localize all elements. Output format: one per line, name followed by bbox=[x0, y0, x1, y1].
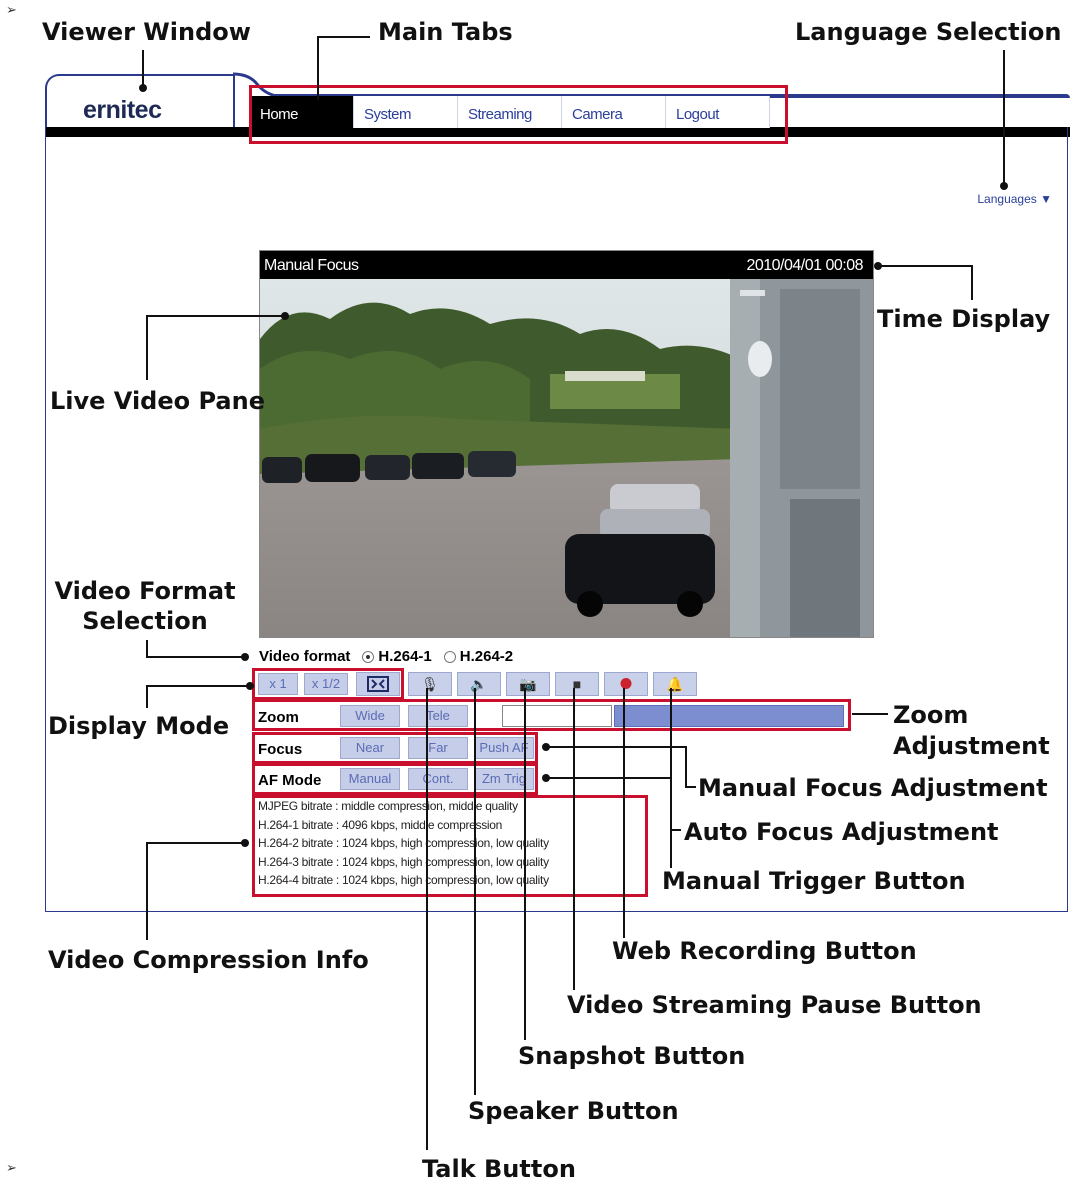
tab-home[interactable]: Home bbox=[250, 96, 354, 128]
language-selector-label: Languages bbox=[977, 192, 1037, 206]
fullscreen-icon bbox=[367, 676, 389, 692]
speaker-button[interactable]: 🔈 bbox=[457, 672, 501, 696]
language-selector[interactable]: Languages ▼ bbox=[977, 192, 1052, 206]
video-format-selector: Video format H.264-1 H.264-2 bbox=[259, 648, 513, 665]
annotation-main-tabs: Main Tabs bbox=[378, 18, 513, 46]
zoom-bar-empty[interactable] bbox=[502, 705, 612, 727]
snapshot-button[interactable]: 📷 bbox=[506, 672, 550, 696]
annotation-viewer-window: Viewer Window bbox=[42, 18, 251, 46]
annotation-auto-focus-adjustment: Auto Focus Adjustment bbox=[684, 818, 999, 846]
fullscreen-button[interactable] bbox=[356, 672, 400, 696]
af-manual-button[interactable]: Manual bbox=[340, 768, 400, 790]
viewer-window: ernitec Home System Streaming Camera Log… bbox=[45, 72, 1070, 912]
annotation-manual-trigger-button: Manual Trigger Button bbox=[662, 867, 966, 895]
annotation-web-recording-button: Web Recording Button bbox=[612, 937, 917, 965]
live-video-pane: Manual Focus 2010/04/01 00:08 bbox=[259, 250, 874, 638]
highlight-display-mode bbox=[252, 668, 404, 700]
speaker-icon: 🔈 bbox=[470, 676, 488, 692]
time-display: 2010/04/01 00:08 bbox=[746, 257, 863, 274]
tab-system[interactable]: System bbox=[354, 96, 458, 128]
stop-icon: ■ bbox=[572, 676, 582, 692]
video-compression-info: MJPEG bitrate : middle compression, midd… bbox=[258, 797, 549, 890]
radio-label-h264-1: H.264-1 bbox=[378, 648, 432, 665]
annotation-line: Video Format bbox=[54, 577, 236, 605]
brand-tab-slope bbox=[232, 72, 278, 98]
display-half-button[interactable]: x 1/2 bbox=[304, 673, 348, 695]
highlight-af-mode bbox=[252, 763, 538, 795]
focus-near-button[interactable]: Near bbox=[340, 737, 400, 759]
annotation-talk-button: Talk Button bbox=[422, 1155, 576, 1183]
annotation-zoom-adjustment-1: Zoom bbox=[893, 701, 969, 729]
af-mode-label: AF Mode bbox=[258, 772, 322, 789]
bullet-marker: ➢ bbox=[6, 2, 17, 17]
focus-label: Focus bbox=[258, 741, 303, 758]
pause-button[interactable]: ■ bbox=[555, 672, 599, 696]
annotation-zoom-adjustment-2: Adjustment bbox=[893, 732, 1050, 760]
highlight-compression-info bbox=[252, 795, 648, 897]
annotation-video-streaming-pause-button: Video Streaming Pause Button bbox=[567, 991, 982, 1019]
brand-tab: ernitec bbox=[45, 74, 235, 129]
annotation-language-selection: Language Selection bbox=[795, 18, 1062, 46]
annotation-snapshot-button: Snapshot Button bbox=[518, 1042, 746, 1070]
annotation-time-display: Time Display bbox=[877, 305, 1051, 333]
zoom-label: Zoom bbox=[258, 709, 299, 726]
radio-label-h264-2: H.264-2 bbox=[459, 648, 514, 665]
annotation-video-compression-info: Video Compression Info bbox=[48, 946, 369, 974]
compression-line: H.264-3 bitrate : 1024 kbps, high compre… bbox=[258, 854, 549, 869]
live-video-image bbox=[260, 279, 873, 637]
compression-line: H.264-4 bitrate : 1024 kbps, high compre… bbox=[258, 873, 549, 887]
display-x1-button[interactable]: x 1 bbox=[258, 673, 298, 695]
highlight-focus bbox=[252, 732, 538, 764]
annotation-manual-focus-adjustment: Manual Focus Adjustment bbox=[698, 774, 1048, 802]
highlight-zoom bbox=[252, 699, 851, 731]
talk-button[interactable]: 🎙 bbox=[408, 672, 452, 696]
record-icon bbox=[620, 677, 632, 691]
video-caption-bar: Manual Focus 2010/04/01 00:08 bbox=[260, 251, 873, 279]
radio-h264-1[interactable] bbox=[362, 650, 375, 663]
caret-down-icon: ▼ bbox=[1040, 192, 1052, 206]
compression-line: H.264-2 bitrate : 1024 kbps, high compre… bbox=[258, 836, 549, 850]
tab-logout[interactable]: Logout bbox=[666, 96, 770, 128]
video-format-label: Video format bbox=[259, 648, 351, 665]
camera-icon: 📷 bbox=[519, 676, 537, 692]
microphone-icon: 🎙 bbox=[421, 676, 439, 692]
zoom-wide-button[interactable]: Wide bbox=[340, 705, 400, 727]
zoom-tele-button[interactable]: Tele bbox=[408, 705, 468, 727]
annotation-video-format-selection: Video Format Selection bbox=[45, 579, 245, 633]
annotation-line: Selection bbox=[82, 607, 208, 635]
menu-bar bbox=[45, 127, 1070, 137]
manual-trigger-button[interactable]: 🔔 bbox=[653, 672, 697, 696]
tab-streaming[interactable]: Streaming bbox=[458, 96, 562, 128]
af-zoom-trigger-button[interactable]: Zm Trig bbox=[474, 768, 534, 790]
compression-line: MJPEG bitrate : middle compression, midd… bbox=[258, 799, 518, 813]
trigger-icon: 🔔 bbox=[666, 676, 684, 692]
bullet-marker: ➢ bbox=[6, 1160, 17, 1175]
annotation-speaker-button: Speaker Button bbox=[468, 1097, 679, 1125]
compression-line: H.264-1 bitrate : 4096 kbps, middle comp… bbox=[258, 817, 503, 832]
highlight-main-tabs bbox=[249, 85, 788, 144]
viewer-frame bbox=[45, 127, 1068, 912]
annotation-live-video-pane: Live Video Pane bbox=[50, 387, 265, 415]
radio-h264-2[interactable] bbox=[443, 650, 456, 663]
video-title: Manual Focus bbox=[264, 257, 359, 274]
af-cont-button[interactable]: Cont. bbox=[408, 768, 468, 790]
annotation-display-mode: Display Mode bbox=[48, 712, 230, 740]
focus-far-button[interactable]: Far bbox=[408, 737, 468, 759]
tab-camera[interactable]: Camera bbox=[562, 96, 666, 128]
web-recording-button[interactable] bbox=[604, 672, 648, 696]
main-tabs: Home System Streaming Camera Logout bbox=[250, 96, 770, 128]
brand-logo: ernitec bbox=[83, 96, 162, 124]
